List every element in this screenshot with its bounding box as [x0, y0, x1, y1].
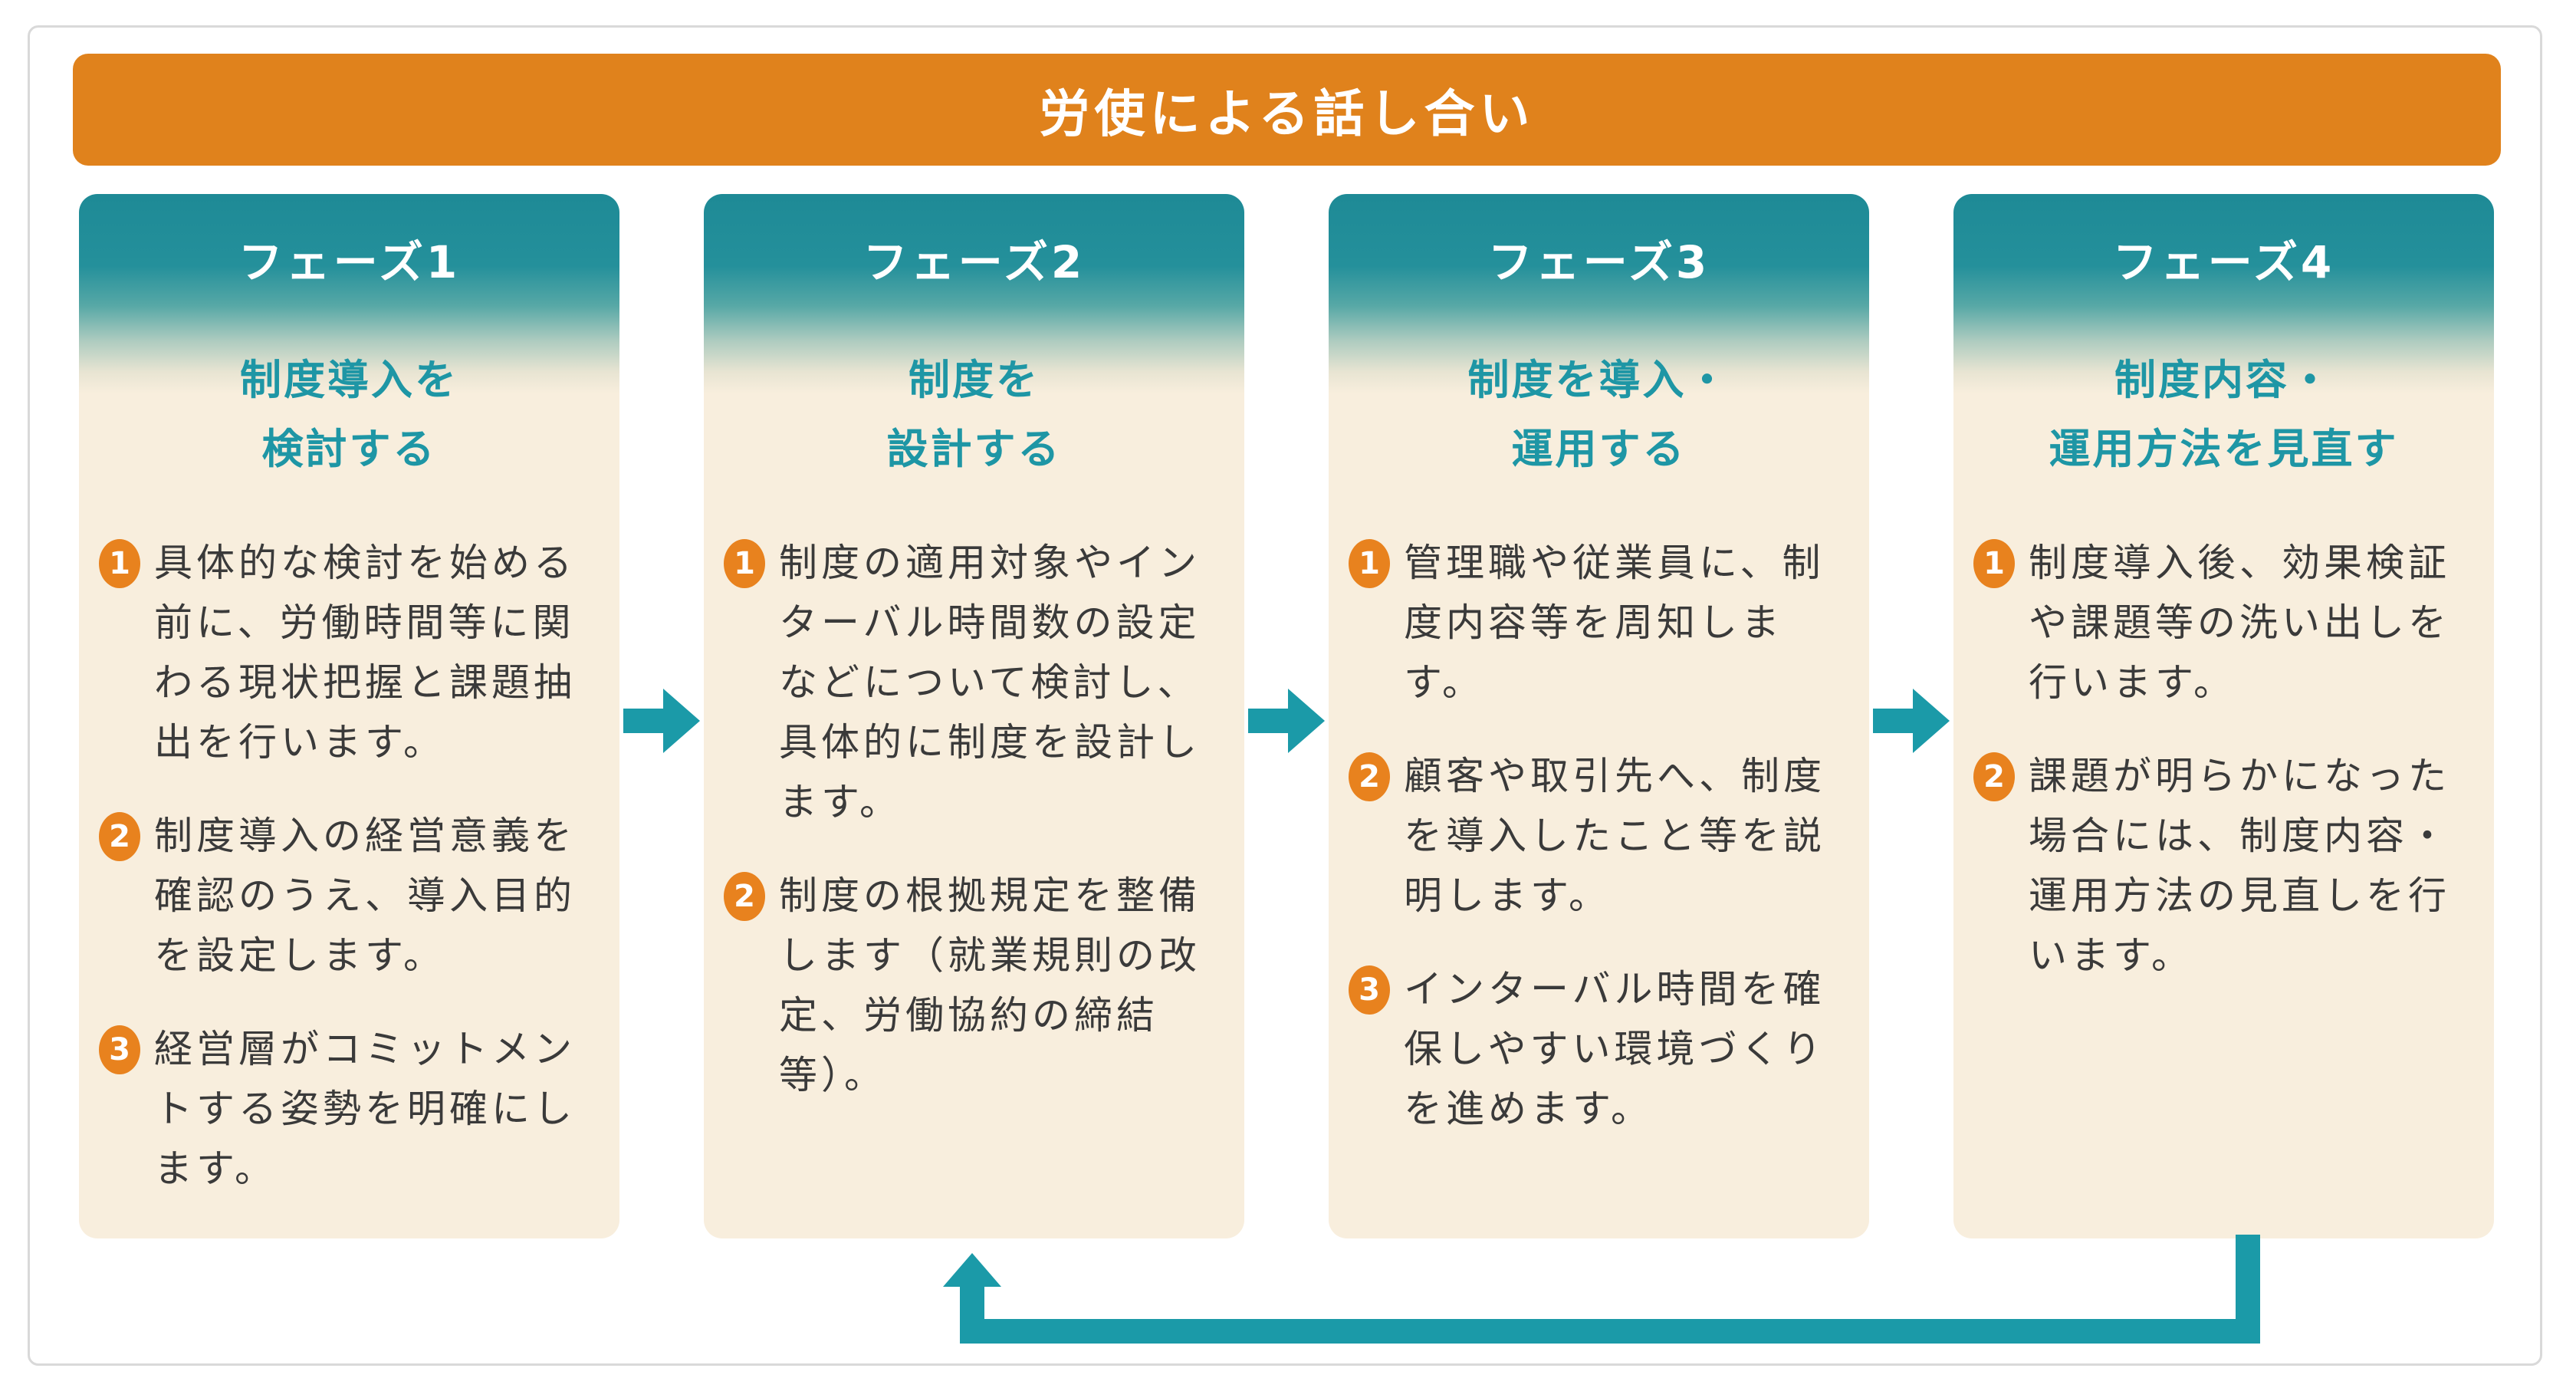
step-text: 制度の根拠規定を整備します（就業規則の改定、労働協約の締結等）。 — [779, 873, 1201, 1097]
phase-subtitle-line: 検討する — [261, 425, 437, 473]
phase-label: フェーズ1 — [238, 236, 461, 288]
step-text: 顧客や取引先へ、制度を導入したこと等を説明します。 — [1404, 754, 1825, 918]
list-item: 2 制度の根拠規定を整備します（就業規則の改定、労働協約の締結等）。 — [724, 866, 1224, 1105]
list-item: 2 制度導入の経営意義を確認のうえ、導入目的を設定します。 — [99, 806, 600, 985]
step-text: 課題が明らかになった場合には、制度内容・運用方法の見直しを行います。 — [2029, 754, 2450, 978]
phase-label: フェーズ2 — [863, 236, 1086, 288]
list-item: 1 具体的な検討を始める前に、労働時間等に関わる現状把握と課題抽出を行います。 — [99, 533, 600, 772]
list-item: 1 制度の適用対象やインターバル時間数の設定などについて検討し、具体的に制度を設… — [724, 533, 1224, 832]
step-text: 管理職や従業員に、制度内容等を周知します。 — [1404, 541, 1825, 705]
step-number-badge: 1 — [1973, 539, 2015, 588]
list-item: 3 インターバル時間を確保しやすい環境づくりを進めます。 — [1349, 959, 1849, 1139]
step-text: 経営層がコミットメントする姿勢を明確にします。 — [154, 1027, 576, 1191]
step-text: 制度導入後、効果検証や課題等の洗い出しを行います。 — [2029, 541, 2450, 705]
phase-subtitle-line: 運用する — [1511, 425, 1687, 473]
step-number-badge: 2 — [1973, 752, 2015, 801]
loop-up-segment — [960, 1285, 984, 1322]
arrow-right-icon — [1248, 689, 1325, 753]
phase-subtitle-line: 制度内容・ — [2114, 356, 2333, 404]
step-number-badge: 2 — [724, 872, 765, 921]
phase-steps: 1 具体的な検討を始める前に、労働時間等に関わる現状把握と課題抽出を行います。 … — [79, 533, 619, 1199]
phase-card-2: フェーズ2 制度を 設計する 1 制度の適用対象やインターバル時間数の設定などに… — [704, 194, 1244, 1238]
list-item: 1 管理職や従業員に、制度内容等を周知します。 — [1349, 533, 1849, 712]
list-item: 1 制度導入後、効果検証や課題等の洗い出しを行います。 — [1973, 533, 2474, 712]
step-text: 制度の適用対象やインターバル時間数の設定などについて検討し、具体的に制度を設計し… — [779, 541, 1201, 824]
banner-title: 労使による話し合い — [1039, 84, 1535, 143]
step-text: インターバル時間を確保しやすい環境づくりを進めます。 — [1404, 967, 1825, 1131]
step-number-badge: 3 — [99, 1025, 140, 1074]
list-item: 2 課題が明らかになった場合には、制度内容・運用方法の見直しを行います。 — [1973, 746, 2474, 985]
phase-cards: フェーズ1 制度導入を 検討する 1 具体的な検討を始める前に、労働時間等に関わ… — [79, 194, 2494, 1238]
list-item: 3 経営層がコミットメントする姿勢を明確にします。 — [99, 1019, 600, 1199]
step-number-badge: 1 — [99, 539, 140, 588]
banner: 労使による話し合い — [73, 54, 2501, 166]
step-text: 制度導入の経営意義を確認のうえ、導入目的を設定します。 — [154, 814, 576, 978]
phase-subtitle-line: 運用方法を見直す — [2049, 425, 2399, 473]
phase-subtitle-line: 設計する — [886, 425, 1062, 473]
step-number-badge: 2 — [1349, 752, 1390, 801]
phase-subtitle-line: 制度を — [909, 356, 1040, 404]
phase-label: フェーズ4 — [2112, 236, 2335, 288]
step-number-badge: 1 — [1349, 539, 1390, 588]
phase-steps: 1 制度導入後、効果検証や課題等の洗い出しを行います。 2 課題が明らかになった… — [1953, 533, 2494, 985]
phase-steps: 1 管理職や従業員に、制度内容等を周知します。 2 顧客や取引先へ、制度を導入し… — [1329, 533, 1869, 1139]
phase-subtitle: 制度を 設計する — [704, 346, 1244, 484]
phase-steps: 1 制度の適用対象やインターバル時間数の設定などについて検討し、具体的に制度を設… — [704, 533, 1244, 1105]
loop-up-arrowhead-icon — [943, 1253, 1001, 1287]
phase-card-1: フェーズ1 制度導入を 検討する 1 具体的な検討を始める前に、労働時間等に関わ… — [79, 194, 619, 1238]
phase-subtitle-line: 制度導入を — [240, 356, 458, 404]
arrow-right-icon — [623, 689, 700, 753]
phase-card-4: フェーズ4 制度内容・ 運用方法を見直す 1 制度導入後、効果検証や課題等の洗い… — [1953, 194, 2494, 1238]
phase-subtitle: 制度内容・ 運用方法を見直す — [1953, 346, 2494, 484]
phase-subtitle: 制度を導入・ 運用する — [1329, 346, 1869, 484]
arrow-right-icon — [1873, 689, 1950, 753]
step-text: 具体的な検討を始める前に、労働時間等に関わる現状把握と課題抽出を行います。 — [154, 541, 576, 765]
phase-subtitle: 制度導入を 検討する — [79, 346, 619, 484]
phase-card-3: フェーズ3 制度を導入・ 運用する 1 管理職や従業員に、制度内容等を周知します… — [1329, 194, 1869, 1238]
step-number-badge: 2 — [99, 812, 140, 861]
phase-label: フェーズ3 — [1487, 236, 1710, 288]
list-item: 2 顧客や取引先へ、制度を導入したこと等を説明します。 — [1349, 746, 1849, 926]
phase-subtitle-line: 制度を導入・ — [1467, 356, 1730, 404]
step-number-badge: 1 — [724, 539, 765, 588]
step-number-badge: 3 — [1349, 965, 1390, 1015]
loop-horizontal-segment — [960, 1319, 2260, 1344]
